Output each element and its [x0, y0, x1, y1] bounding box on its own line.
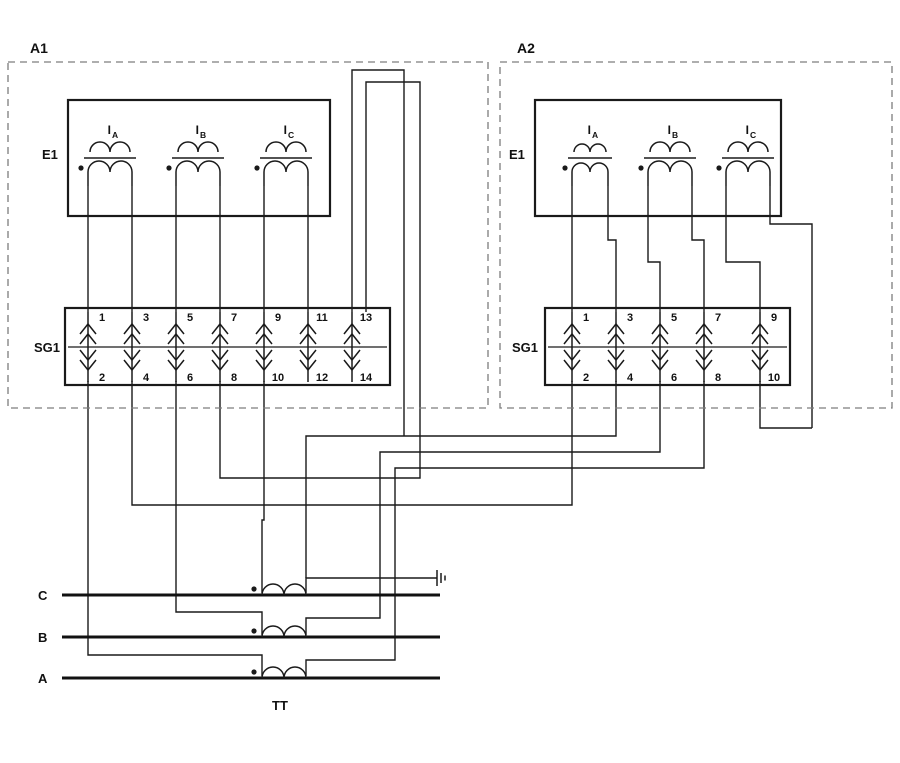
sg1-label-a1: SG1 [34, 340, 60, 355]
terminal-number: 2 [99, 372, 105, 384]
terminal-number: 7 [231, 312, 237, 324]
e1-label-a1: E1 [42, 147, 58, 162]
e1-box-a2 [533, 98, 783, 218]
terminal-number: 9 [275, 312, 281, 324]
device-a2-label: A2 [517, 40, 535, 56]
terminal-number: 5 [187, 312, 193, 324]
ground-icon [436, 569, 446, 587]
device-a2: A2 E1 I A I B I C SG1 1 3 5 7 9 2 4 6 8 … [499, 40, 893, 409]
ct-ib-a1-icon [165, 141, 225, 187]
terminal-number: 3 [627, 312, 633, 324]
bus-label-c: C [38, 588, 48, 603]
line-ct-b-icon [250, 625, 307, 638]
bus-section: C B A TT [38, 569, 446, 713]
ct-ic-a2-icon [715, 141, 775, 187]
terminal-number: 8 [231, 372, 237, 384]
ct-ib-a1-sub: B [200, 130, 206, 140]
terminal-number: 6 [671, 372, 677, 384]
tt-label: TT [272, 698, 288, 713]
terminal-number: 1 [583, 312, 589, 324]
terminal-number: 9 [771, 312, 777, 324]
device-a1-boundary [7, 61, 489, 409]
sg1-label-a2: SG1 [512, 340, 538, 355]
e1-label-a2: E1 [509, 147, 525, 162]
device-a2-boundary [499, 61, 893, 409]
terminal-number: 11 [316, 312, 328, 324]
terminal-number: 3 [143, 312, 149, 324]
ct-ic-a1-sub: C [288, 130, 294, 140]
terminal-number: 7 [715, 312, 721, 324]
ct-ib-a2-sub: B [672, 130, 678, 140]
terminal-number: 14 [360, 372, 373, 384]
terminal-number: 8 [715, 372, 721, 384]
ct-ic-a2-label: I [746, 123, 749, 137]
terminal-number: 10 [272, 372, 284, 384]
terminal-number: 4 [627, 372, 634, 384]
terminal-number: 6 [187, 372, 193, 384]
ct-ia-a2-icon [561, 143, 613, 187]
ct-ib-a2-label: I [668, 123, 671, 137]
line-ct-a-icon [250, 666, 307, 679]
line-ct-c-icon [250, 583, 307, 596]
device-a1: A1 E1 I A I B I C SG1 1 3 5 7 9 11 13 2 … [7, 40, 489, 409]
ct-ic-a1-label: I [284, 123, 287, 137]
ct-ic-a2-sub: C [750, 130, 756, 140]
ct-ic-a1-icon [253, 141, 313, 187]
terminal-number: 5 [671, 312, 677, 324]
terminal-number: 2 [583, 372, 589, 384]
device-a1-label: A1 [30, 40, 48, 56]
terminal-number: 4 [143, 372, 150, 384]
bus-label-b: B [38, 630, 47, 645]
ct-ia-a1-label: I [108, 123, 111, 137]
bus-label-a: A [38, 671, 48, 686]
terminal-number: 13 [360, 312, 372, 324]
e1-box-a1 [66, 98, 332, 218]
ct-ib-a2-icon [637, 141, 697, 187]
ct-ib-a1-label: I [196, 123, 199, 137]
ct-ia-a2-label: I [588, 123, 591, 137]
terminal-number: 1 [99, 312, 105, 324]
terminal-number: 10 [768, 372, 780, 384]
terminal-number: 12 [316, 372, 328, 384]
ct-ia-a1-sub: A [112, 130, 118, 140]
ct-ia-a1-icon [77, 141, 137, 187]
terminal-strip-a2 [543, 306, 792, 387]
terminal-strip-a1 [63, 306, 392, 387]
ct-ia-a2-sub: A [592, 130, 598, 140]
